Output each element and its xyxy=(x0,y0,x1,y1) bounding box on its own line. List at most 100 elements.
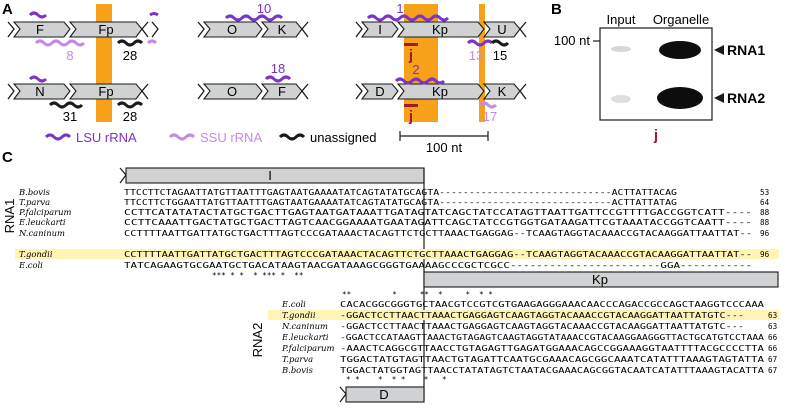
sequence: -GGACTCCTTAACTTAAACTGAGGAGTCAAGTAGGTACAA… xyxy=(340,322,744,331)
gene-group-3-top: I Kp U 1 j 13 15 xyxy=(355,1,527,64)
fragment-label: 2 xyxy=(412,62,419,77)
segment-box xyxy=(68,21,143,38)
sequence: TTCCTTCTGGAATTATGTTAATTTGAGTAATGAAAATATC… xyxy=(124,198,678,207)
blot-band xyxy=(611,95,631,103)
lane-label-input: Input xyxy=(607,12,636,27)
sequence: -GGACTCCATAAGTTAAACTGTAGAGTCAAGTAGGTATAA… xyxy=(340,333,765,342)
segment-label: D xyxy=(375,84,384,99)
highlight-band xyxy=(479,4,485,122)
residue-count: 53 xyxy=(760,188,769,197)
panel-a-legend: LSU rRNA SSU rRNA unassigned 100 nt xyxy=(44,130,489,155)
species-name: E.coli xyxy=(281,299,306,309)
segment-bar-d xyxy=(345,386,425,403)
lsu-fragment-line xyxy=(366,14,450,22)
lane-label-organelle: Organelle xyxy=(653,12,709,27)
arrow-rna1-icon xyxy=(714,45,724,55)
rna1-group-label: RNA1 xyxy=(2,199,17,234)
fragment-label: 10 xyxy=(257,1,271,16)
species-name: N.caninum xyxy=(281,321,328,331)
scale-bar-label: 100 nt xyxy=(426,140,463,155)
j-probe-label: j xyxy=(408,108,413,125)
species-name: T.parva xyxy=(19,197,50,207)
segment-label: D xyxy=(379,387,388,402)
residue-count: 63 xyxy=(768,322,777,331)
sequence: TGGACTATGGTAGTTAACCTATATAGTCTAATACGAAACA… xyxy=(340,366,765,375)
fragment-label: 17 xyxy=(483,109,497,124)
sequence: -GGACTCCTTAACTTAAACTGAGGAGTCAAGTAGGTACAA… xyxy=(340,311,744,320)
gene-group-3-bottom: D Kp K 2 j 17 xyxy=(355,62,527,125)
segment-label: F xyxy=(278,84,286,99)
probe-label: j xyxy=(653,127,658,144)
segment-label: F xyxy=(36,22,44,37)
rna1-alignment: B.bovis TTCCTTCTAGAATTATGTTAATTTGAGTAATG… xyxy=(18,187,770,280)
segment-label: U xyxy=(497,22,506,37)
fragment-label: 18 xyxy=(271,61,285,76)
alignment-row: E.leuckarti CCTTCAAATTGACTATGCTGACTTAGTC… xyxy=(18,217,770,227)
alignment-row: P.falciparum CCTTCATATATACTATGCTGACTTGAG… xyxy=(18,207,770,217)
sequence: CCTTTTAATTGATTATGCTGACTTTAGTCCCGATAAACTA… xyxy=(124,229,752,238)
species-name: P.falciparum xyxy=(281,343,334,353)
rna2-group-label: RNA2 xyxy=(250,323,265,358)
species-name: T.gondii xyxy=(19,249,53,259)
rna2-label: RNA2 xyxy=(727,90,765,106)
alignment-row: P.falciparum -AAACTCAGGCGTTAACCTGTAGAGTT… xyxy=(281,343,778,353)
fragment-label: 1 xyxy=(396,1,403,16)
species-name: E.coli xyxy=(18,260,43,270)
residue-count: 88 xyxy=(760,208,770,217)
panel-b-label: B xyxy=(551,1,562,18)
residue-count: 67 xyxy=(768,366,777,375)
segment-label: Kp xyxy=(432,84,448,99)
segment-label: I xyxy=(268,168,272,183)
segment-label: Fp xyxy=(98,84,113,99)
alignment-row: B.bovis TTCCTTCTAGAATTATGTTAATTTGAGTAATG… xyxy=(18,187,769,197)
unassigned-fragment-line xyxy=(490,39,510,47)
conservation-line: * * * * * * * xyxy=(346,375,447,384)
segment-label: O xyxy=(227,22,237,37)
sequence: CCTTCAAATTGACTATGCTGACTTAGTCAACGGAAAATGA… xyxy=(124,218,752,227)
j-probe-mark xyxy=(404,43,418,46)
fragment-label: 8 xyxy=(66,48,73,63)
ssu-legend-label: SSU rRNA xyxy=(200,130,262,145)
residue-count: 64 xyxy=(760,198,770,207)
lsu-legend-swatch xyxy=(44,133,72,141)
alignment-row: T.gondii -GGACTCCTTAACTTAAACTGAGGAGTCAAG… xyxy=(282,310,777,320)
ssu-fragment-line xyxy=(146,39,158,45)
segment-bar-kp xyxy=(423,271,779,288)
fragment-label: 15 xyxy=(493,48,507,63)
lsu-legend-label: LSU rRNA xyxy=(76,130,137,145)
row-highlight xyxy=(268,310,779,320)
alignment-row: T.parva TTCCTTCTGGAATTATGTTAATTTGAGTAATG… xyxy=(19,197,770,207)
lsu-fragment-line xyxy=(466,39,494,47)
segment-label: N xyxy=(35,84,44,99)
panel-c-label: C xyxy=(2,149,13,166)
species-name: T.parva xyxy=(282,354,313,364)
arrow-rna2-icon xyxy=(714,93,724,103)
fragment-label: 13 xyxy=(469,48,483,63)
blot-band-rna2 xyxy=(657,87,703,109)
gene-group-1-bottom: N Fp 31 28 xyxy=(7,75,149,124)
species-name: B.bovis xyxy=(281,365,314,375)
residue-count: 96 xyxy=(760,250,770,259)
residue-count: 66 xyxy=(768,344,778,353)
size-marker-label: 100 nt xyxy=(554,33,591,48)
alignment-row: T.gondii CCTTTTAATTGATTATGCTGACTTTAGTCCC… xyxy=(19,249,770,259)
gene-group-2-top: O K 10 xyxy=(197,1,309,38)
lsu-fragment-line xyxy=(28,11,48,19)
segment-label: K xyxy=(278,22,287,37)
sequence: CCTTCATATATACTATGCTGACTTGAGTAATGATAAATTG… xyxy=(124,208,752,217)
species-name: N.caninum xyxy=(18,228,65,238)
segment-label: Fp xyxy=(98,22,113,37)
residue-count: 96 xyxy=(760,229,770,238)
segment-label: Kp xyxy=(592,272,608,287)
alignment-row: N.caninum CCTTTTAATTGATTATGCTGACTTTAGTCC… xyxy=(18,228,770,238)
lsu-fragment-line xyxy=(149,12,159,17)
blot-band-rna1 xyxy=(659,41,701,59)
fragment-label: 28 xyxy=(123,109,137,124)
sequence: -AAACTCAGGCGTTAACCTGTAGAGTTGAGATGGAAACAG… xyxy=(340,344,765,353)
j-probe-label: j xyxy=(408,47,413,64)
sequence: CCTTTTAATTGATTATGCTGACTTTAGTCCCGATAAACTA… xyxy=(124,250,752,259)
alignment-row: E.leuckarti -GGACTCCATAAGTTAAACTGTAGAGTC… xyxy=(281,332,778,342)
segment-label: I xyxy=(378,22,382,37)
row-highlight xyxy=(15,249,779,259)
